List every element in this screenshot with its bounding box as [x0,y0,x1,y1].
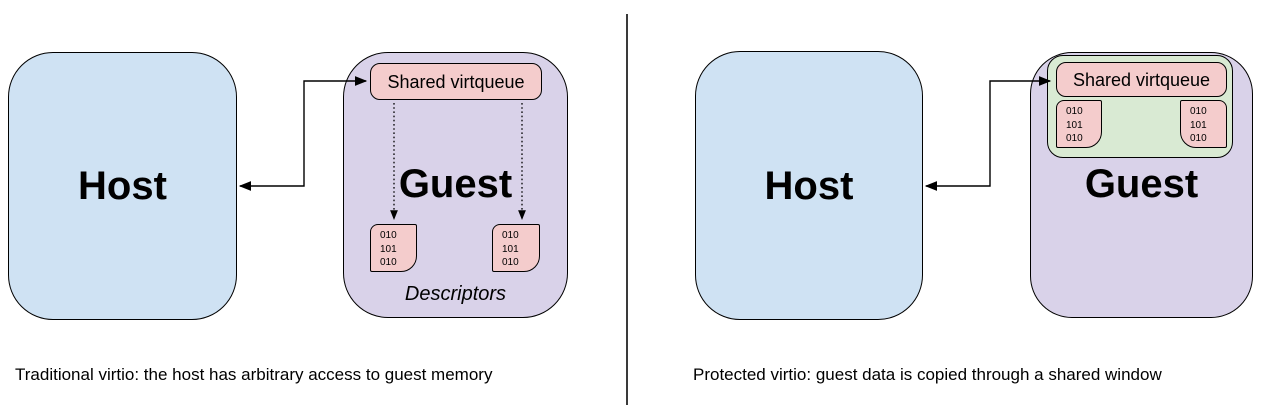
descriptor-box: 010 101 010 [492,224,540,272]
shared-virtqueue-box: Shared virtqueue [1056,62,1227,97]
descriptor-box: 010 101 010 [1056,100,1102,148]
protected-virtio-caption: Protected virtio: guest data is copied t… [693,365,1162,384]
traditional-virtio-caption: Traditional virtio: the host has arbitra… [15,365,493,384]
panel-divider [626,14,628,405]
descriptors-label: Descriptors [404,283,507,305]
shared-virtqueue-box: Shared virtqueue [370,63,542,100]
host-box: Host [695,51,923,320]
host-label: Host [764,163,854,208]
host-label: Host [78,164,167,208]
descriptor-box: 010 101 010 [370,224,417,272]
guest-label: Guest [1084,162,1199,206]
descriptor-box: 010 101 010 [1180,100,1227,148]
guest-label: Guest [398,162,513,206]
host-box: Host [8,52,237,320]
shared-virtqueue-label: Shared virtqueue [387,71,525,92]
shared-virtqueue-label: Shared virtqueue [1072,69,1211,90]
